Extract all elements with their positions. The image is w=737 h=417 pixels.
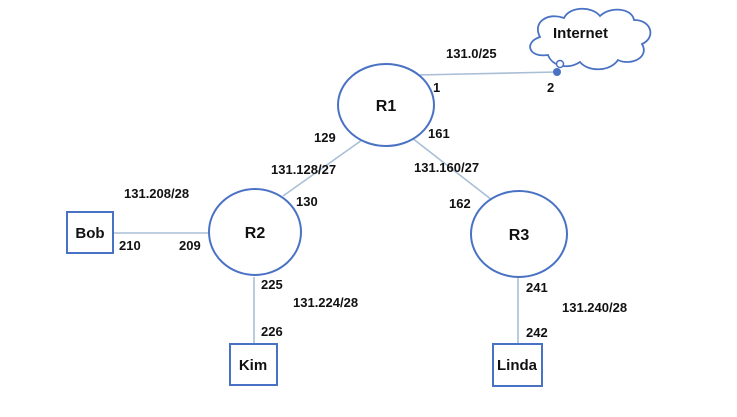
iface-r1-r3: 161 <box>428 126 450 141</box>
cloud-port-dot <box>553 68 561 76</box>
link-r1-internet <box>417 71 557 76</box>
iface-r3-r1: 162 <box>449 196 471 211</box>
subnet-r2-kim: 131.224/28 <box>293 295 358 310</box>
iface-r2-kim: 225 <box>261 277 283 292</box>
subnet-r1-r3: 131.160/27 <box>414 160 479 175</box>
iface-linda-side: 242 <box>526 325 548 340</box>
iface-r1-r2: 129 <box>314 130 336 145</box>
subnet-r3-linda: 131.240/28 <box>562 300 627 315</box>
iface-r3-linda: 241 <box>526 280 548 295</box>
host-kim: Kim <box>229 343 278 386</box>
host-bob: Bob <box>66 211 114 254</box>
internet-cloud: Internet <box>529 7 652 76</box>
router-r1-label: R1 <box>376 98 397 115</box>
host-bob-label: Bob <box>75 225 104 242</box>
iface-r2-bob: 209 <box>179 238 201 253</box>
host-kim-label: Kim <box>239 357 267 374</box>
subnet-r1-r2: 131.128/27 <box>271 162 336 177</box>
iface-kim-side: 226 <box>261 324 283 339</box>
cloud-icon <box>529 7 652 71</box>
iface-bob-side: 210 <box>119 238 141 253</box>
host-linda-label: Linda <box>497 357 538 374</box>
iface-r2-r1: 130 <box>296 194 318 209</box>
iface-r1-internet: 1 <box>433 80 440 95</box>
host-linda: Linda <box>492 343 543 387</box>
cloud-puff-icon <box>555 59 565 69</box>
subnet-r1-internet: 131.0/25 <box>446 46 497 61</box>
router-r2-label: R2 <box>245 225 266 242</box>
router-r1: R1 <box>337 63 435 147</box>
internet-label: Internet <box>553 25 608 42</box>
iface-internet-side: 2 <box>547 80 554 95</box>
subnet-r2-bob: 131.208/28 <box>124 186 189 201</box>
link-r1-r2 <box>282 139 363 197</box>
router-r3: R3 <box>470 190 568 278</box>
router-r2: R2 <box>208 188 302 276</box>
router-r3-label: R3 <box>509 227 530 244</box>
link-r1-r3 <box>411 137 493 201</box>
